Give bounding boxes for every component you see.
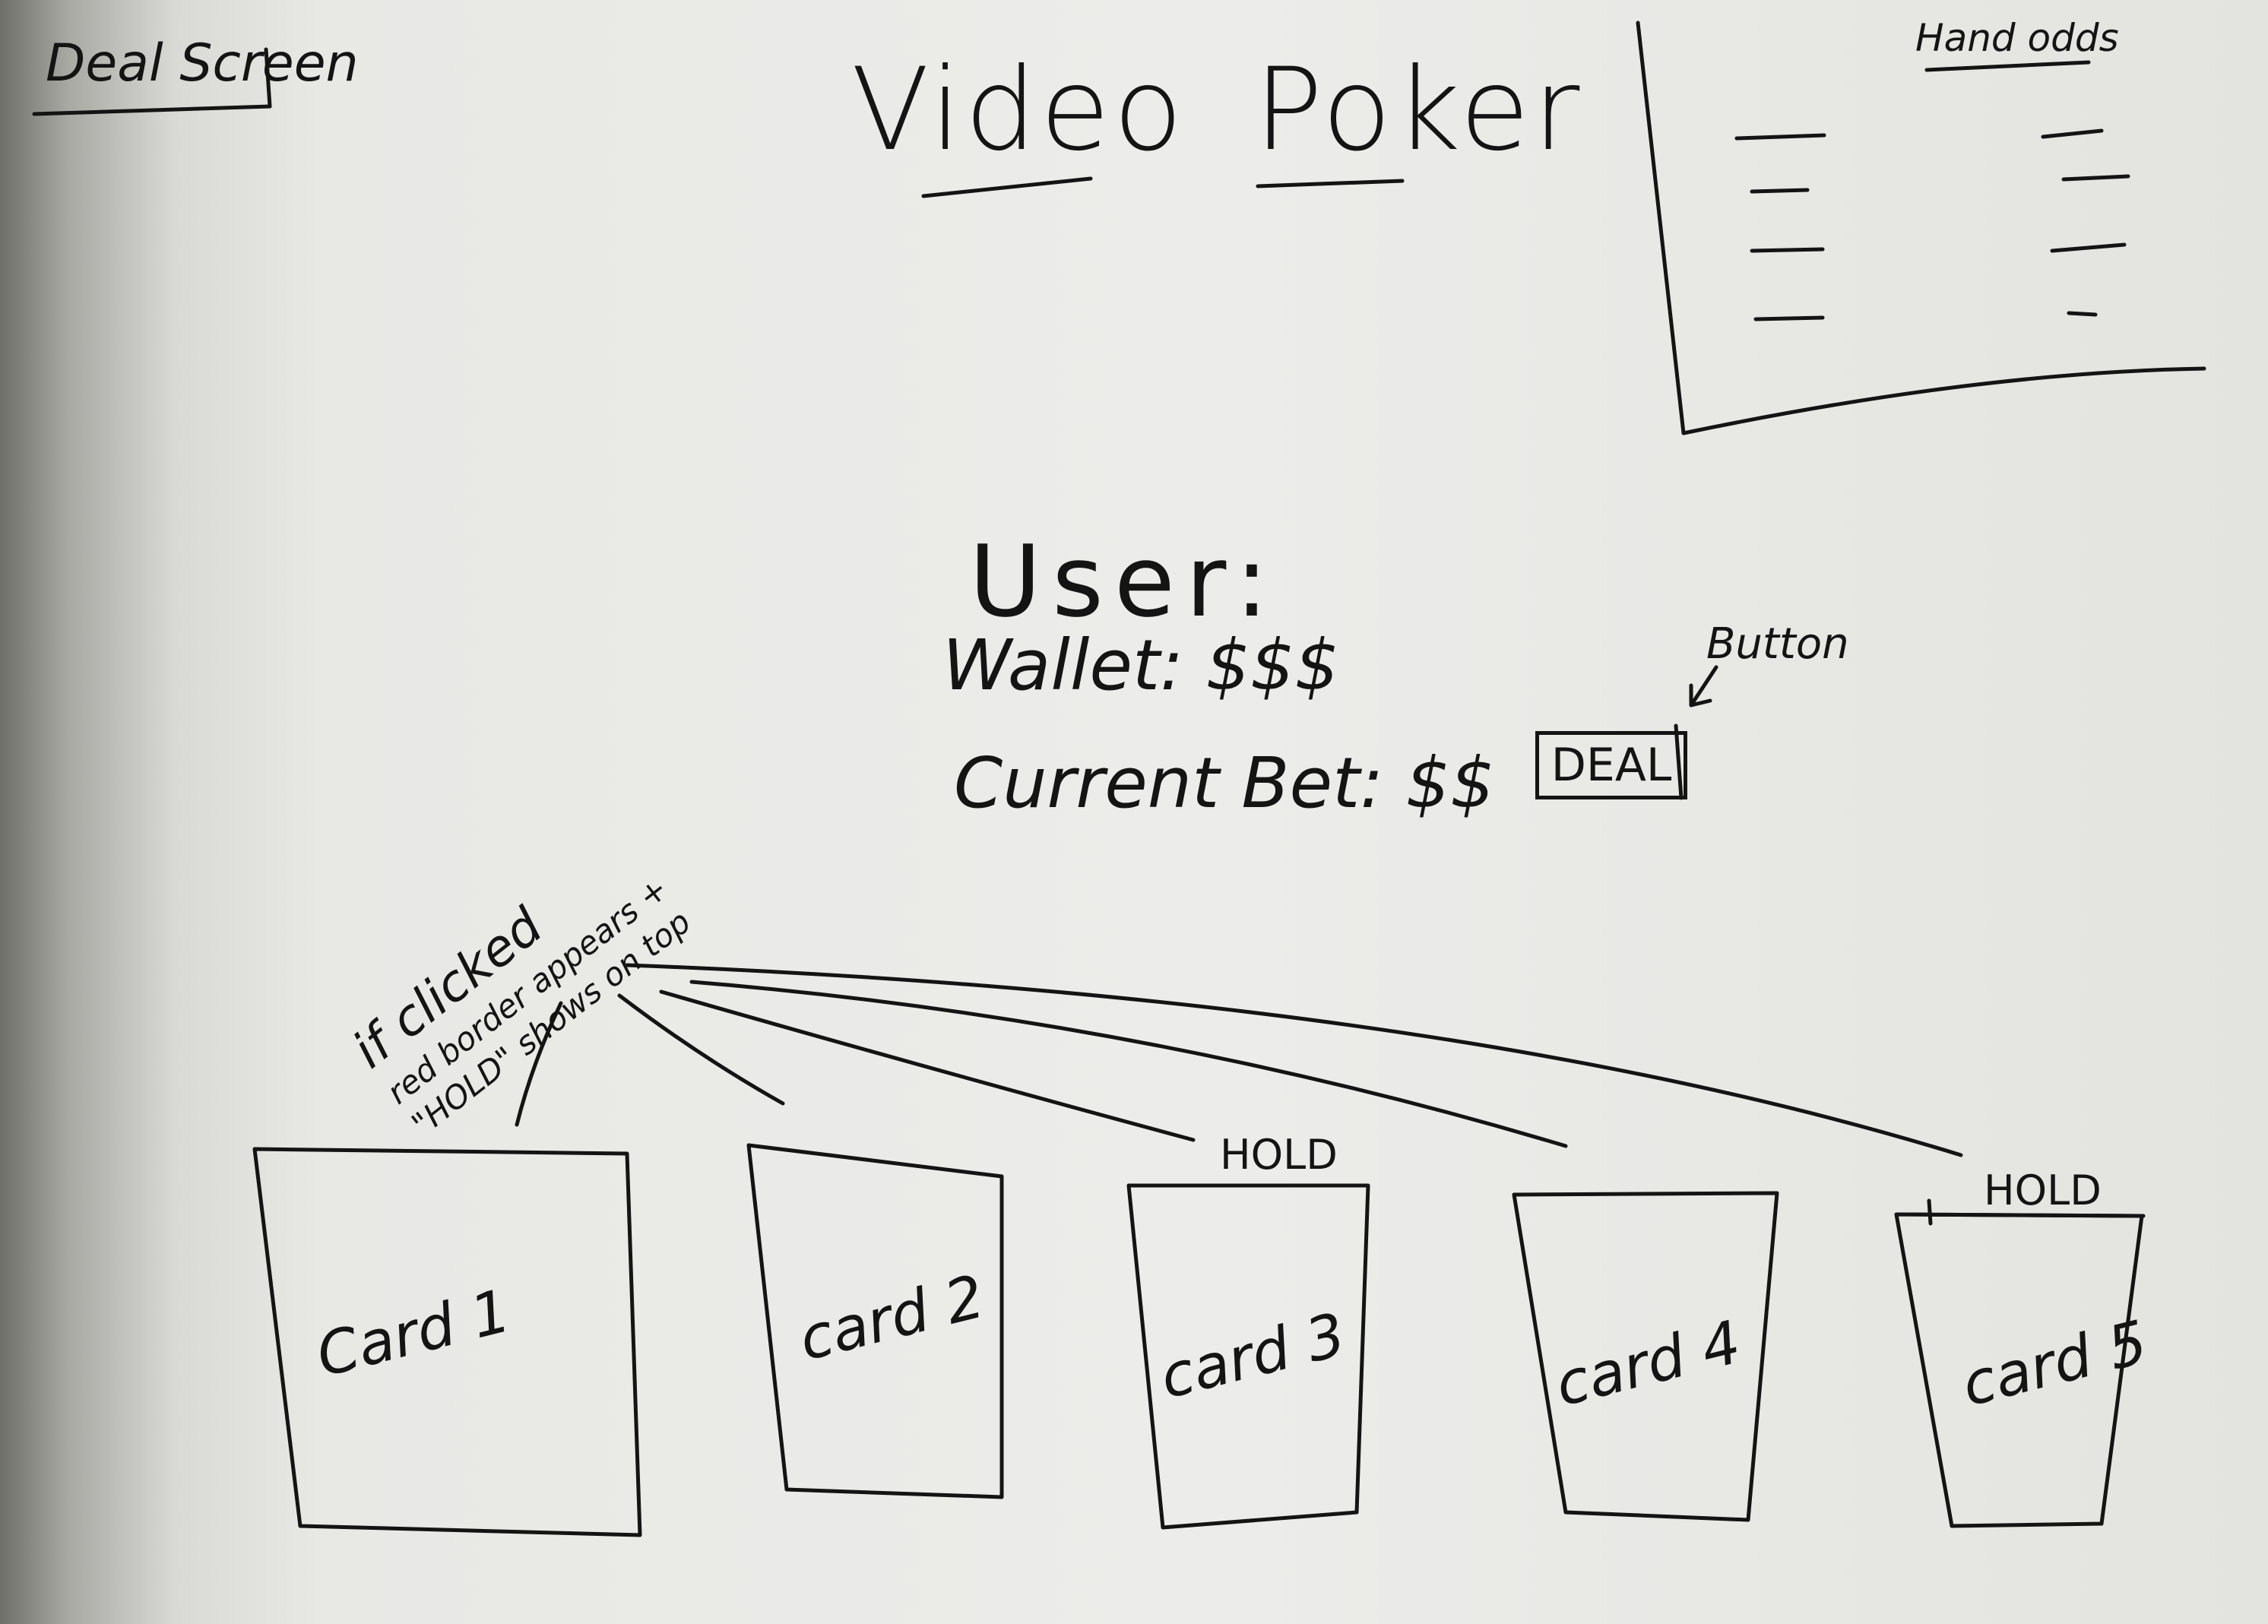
odds-dash-left-1 [1734, 133, 1826, 141]
title-underline-video [921, 176, 1093, 198]
leader-line-card-3 [659, 989, 1196, 1142]
deal-button-tick [1674, 723, 1684, 800]
card-5-hold-indicator: HOLD [1984, 1167, 2102, 1214]
leader-line-card-4 [689, 980, 1568, 1148]
odds-dash-left-2 [1750, 188, 1810, 194]
leader-line-card-5 [625, 963, 1963, 1157]
leader-line-card-1 [515, 1001, 563, 1127]
odds-dash-right-4 [2067, 311, 2098, 317]
odds-panel-frame [1636, 21, 2206, 435]
current-bet-value: Current Bet: $$ [954, 742, 1495, 824]
button-note-arrow [1689, 665, 1718, 708]
odds-dash-right-2 [2061, 174, 2130, 182]
page-label-underline [32, 104, 272, 116]
card-5-top-rule [1898, 1198, 2146, 1226]
card-2-outline [746, 1143, 1004, 1499]
card-3-hold-indicator: HOLD [1220, 1131, 1338, 1179]
leader-line-card-2 [617, 993, 785, 1106]
title-video: Video [851, 44, 1186, 176]
button-annotation: Button [1706, 619, 1849, 669]
page-label-rule [264, 47, 272, 109]
user-label: User: [969, 524, 1279, 639]
title-underline-poker [1256, 179, 1405, 188]
odds-panel-title: Hand odds [1915, 16, 2119, 60]
page-label: Deal Screen [46, 33, 359, 93]
card-1-outline [252, 1147, 642, 1537]
odds-dash-left-4 [1753, 315, 1825, 321]
deal-button[interactable]: DEAL [1535, 731, 1687, 799]
odds-dash-right-3 [2050, 242, 2127, 253]
odds-title-underline [1924, 60, 2091, 72]
title-poker: Poker [1254, 44, 1583, 176]
odds-dash-right-1 [2041, 128, 2104, 139]
card-3-outline [1126, 1183, 1370, 1530]
card-4-outline [1512, 1191, 1779, 1522]
odds-dash-left-3 [1750, 247, 1825, 253]
wallet-value: Wallet: $$$ [942, 625, 1339, 706]
